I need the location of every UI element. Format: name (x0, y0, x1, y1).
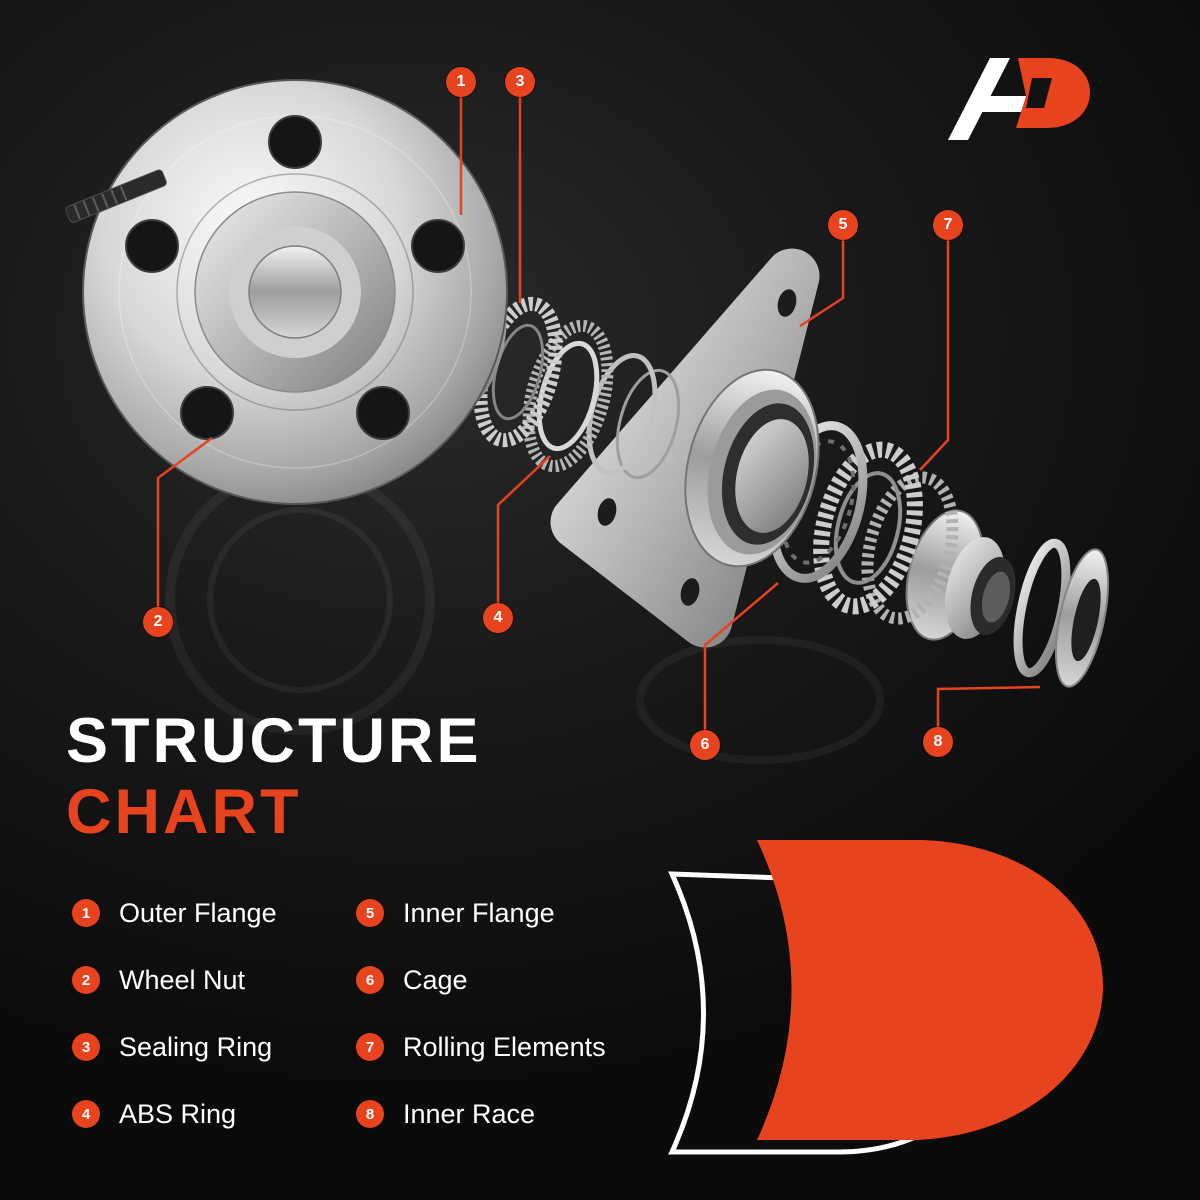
logo-red-notch (1026, 78, 1052, 108)
logo-white-stroke (948, 58, 1010, 140)
legend-label-abs-ring: ABS Ring (119, 1098, 237, 1129)
brand-mark-large (668, 840, 1103, 1155)
legend-label-inner-flange: Inner Flange (403, 897, 555, 928)
legend-label-sealing-ring: Sealing Ring (119, 1031, 273, 1062)
title-line-chart: CHART (66, 776, 302, 847)
page-title: STRUCTURE CHART (66, 706, 482, 847)
callout-line-5 (799, 240, 845, 328)
legend-item-abs-ring: 4 ABS Ring (72, 1099, 356, 1129)
legend-number-7: 7 (356, 1033, 384, 1061)
brand-logo (948, 58, 1090, 140)
bolt-holes (125, 115, 465, 440)
legend-number-1: 1 (72, 899, 100, 927)
legend-item-outer-flange: 1 Outer Flange (72, 898, 356, 928)
callout-line-4 (496, 455, 551, 603)
callout-badge-8: 8 (923, 727, 953, 757)
callout-badge-7: 7 (933, 210, 963, 240)
legend-number-8: 8 (356, 1100, 384, 1128)
callout-badge-2: 2 (143, 607, 173, 637)
logo-red-bowl (1016, 58, 1090, 128)
title-line-structure: STRUCTURE (66, 706, 482, 776)
rolling-elements (813, 441, 959, 625)
legend-label-wheel-nut: Wheel Nut (119, 964, 246, 995)
legend-number-5: 5 (356, 899, 384, 927)
callout-badge-1: 1 (446, 67, 476, 97)
callout-line-6 (703, 582, 779, 730)
callout-line-8 (936, 685, 1041, 727)
callout-lines (156, 97, 1041, 730)
callout-badge-3: 3 (505, 67, 535, 97)
legend-label-outer-flange: Outer Flange (119, 897, 277, 928)
brand-mark-red (757, 840, 1103, 1140)
callout-line-2 (156, 436, 213, 607)
outer-flange (82, 79, 508, 505)
legend-column-right: 5 Inner Flange 6 Cage 7 Rolling Elements… (356, 898, 686, 1166)
legend-label-inner-race: Inner Race (403, 1098, 536, 1129)
legend: 1 Outer Flange 2 Wheel Nut 3 Sealing Rin… (72, 898, 686, 1166)
legend-item-inner-flange: 5 Inner Flange (356, 898, 686, 928)
legend-item-sealing-ring: 3 Sealing Ring (72, 1032, 356, 1062)
legend-number-6: 6 (356, 966, 384, 994)
inner-race (1013, 538, 1109, 688)
legend-item-inner-race: 8 Inner Race (356, 1099, 686, 1129)
legend-label-cage: Cage (403, 964, 468, 995)
legend-number-2: 2 (72, 966, 100, 994)
legend-label-rolling-elements: Rolling Elements (403, 1031, 606, 1062)
callout-badge-6: 6 (690, 730, 720, 760)
callout-badge-5: 5 (828, 210, 858, 240)
legend-number-3: 3 (72, 1033, 100, 1061)
wheel-stud (65, 169, 167, 223)
callout-badge-4: 4 (483, 603, 513, 633)
inner-flange (550, 248, 820, 648)
legend-column-left: 1 Outer Flange 2 Wheel Nut 3 Sealing Rin… (72, 898, 356, 1166)
legend-item-wheel-nut: 2 Wheel Nut (72, 965, 356, 995)
callout-line-7 (919, 240, 950, 471)
legend-number-4: 4 (72, 1100, 100, 1128)
legend-item-cage: 6 Cage (356, 965, 686, 995)
legend-item-rolling-elements: 7 Rolling Elements (356, 1032, 686, 1062)
